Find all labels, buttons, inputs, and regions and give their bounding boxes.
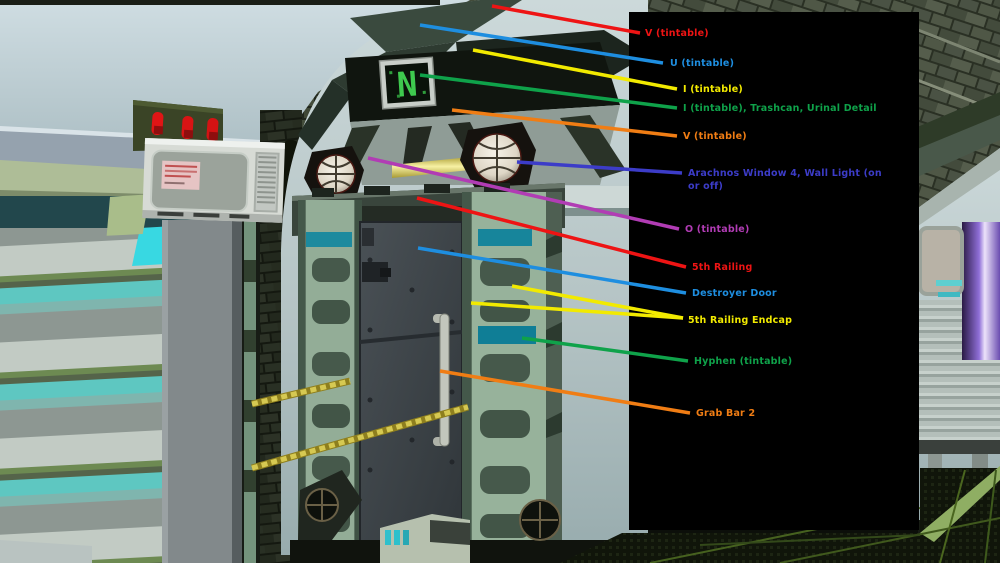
railing-glow-slot	[306, 232, 352, 247]
microwave	[106, 138, 285, 236]
under-door-machinery	[290, 470, 648, 563]
red-indicator-lights	[151, 112, 219, 142]
railing-glow-slot	[478, 326, 536, 344]
purple-doorway-glow	[962, 222, 1000, 360]
destination-sign: N	[378, 56, 437, 110]
microwave-vent-grid	[253, 151, 280, 213]
annotation-panel	[629, 12, 919, 530]
destroyer-door	[359, 221, 463, 549]
metal-mesh-floor	[560, 466, 1000, 563]
red-indicator-sign	[133, 100, 223, 151]
railing-glow-slot	[478, 229, 532, 246]
railing-column-right	[462, 192, 562, 552]
sign-letter: N	[396, 64, 419, 105]
yellow-rope	[251, 377, 469, 472]
